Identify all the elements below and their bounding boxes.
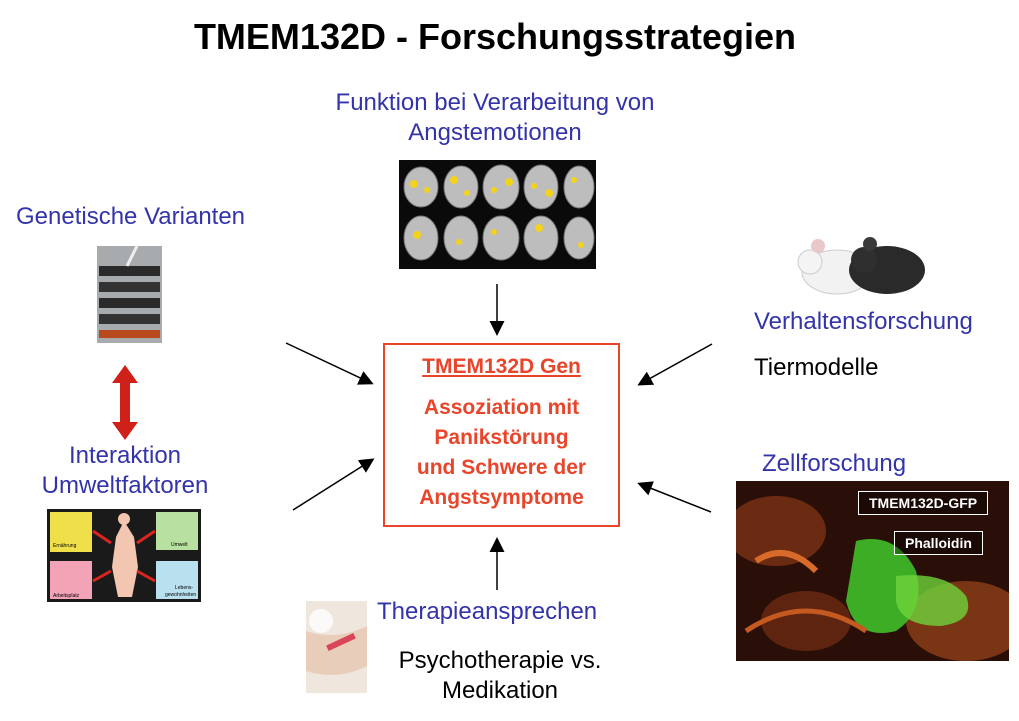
dna-gel-image: [97, 246, 162, 343]
cell-microscopy-image: TMEM132D-GFP Phalloidin: [736, 481, 1009, 661]
dna-gel-graphic: [97, 246, 162, 343]
arrow-right-bottom: [637, 481, 712, 513]
central-gene-box: TMEM132D Gen Assoziation mit Panikstörun…: [383, 343, 620, 527]
top-label-line2: Angstemotionen: [408, 119, 582, 146]
tile-gewohnheiten: gewohnheiten: [165, 592, 196, 598]
arrow-right-top: [637, 343, 713, 386]
mice-graphic: [797, 237, 925, 295]
left-top-label: Genetische Varianten: [16, 203, 246, 230]
right-top-sublabel: Tiermodelle: [754, 354, 879, 381]
tile-ernaehrung: Ernährung: [53, 543, 77, 549]
environment-factors-graphic: Ernährung Umwelt Arbeitsplatz Lebens- ge…: [47, 509, 201, 602]
brain-scan-graphic: [403, 164, 595, 261]
central-body: Assoziation mit Panikstörung und Schwere…: [385, 393, 618, 513]
central-line2: Panikstörung: [434, 426, 569, 449]
tile-umwelt: Umwelt: [171, 542, 188, 548]
bottom-sublabel-line1: Psychotherapie vs.: [398, 647, 602, 674]
bottom-sublabel-line2: Medikation: [441, 677, 559, 704]
central-line1: Assoziation mit: [423, 396, 580, 419]
tile-lebens: Lebens-: [175, 585, 193, 591]
central-line4: Angstsymptome: [419, 486, 584, 509]
page-title: TMEM132D - Forschungsstrategien: [193, 16, 797, 57]
double-arrow-icon: [112, 365, 138, 440]
injection-image: [306, 601, 367, 693]
gfp-badge: TMEM132D-GFP: [858, 491, 989, 515]
central-heading: TMEM132D Gen: [422, 355, 581, 378]
top-label: Funktion bei Verarbeitung von Angstemoti…: [300, 88, 690, 148]
brain-scan-image: [399, 160, 596, 269]
cell-microscopy-graphic: [736, 481, 1009, 661]
bottom-sublabel: Psychotherapie vs. Medikation: [360, 646, 640, 706]
left-bottom-label-line2: Umweltfaktoren: [41, 472, 209, 499]
left-bottom-label-line1: Interaktion: [68, 442, 182, 469]
bottom-label: Therapieansprechen: [377, 598, 598, 625]
right-bottom-label: Zellforschung: [762, 450, 907, 477]
arrow-left-top: [285, 342, 374, 385]
arrow-left-bottom: [292, 458, 375, 511]
right-top-label: Verhaltensforschung: [754, 308, 973, 335]
top-label-line1: Funktion bei Verarbeitung von: [335, 89, 655, 116]
left-bottom-label: Interaktion Umweltfaktoren: [20, 441, 230, 501]
tile-arbeitsplatz: Arbeitsplatz: [53, 593, 80, 599]
phalloidin-badge: Phalloidin: [894, 531, 983, 555]
mice-image: [792, 232, 932, 298]
injection-graphic: [306, 601, 367, 693]
central-line3: und Schwere der: [416, 456, 587, 479]
environment-factors-image: Ernährung Umwelt Arbeitsplatz Lebens- ge…: [47, 509, 201, 602]
